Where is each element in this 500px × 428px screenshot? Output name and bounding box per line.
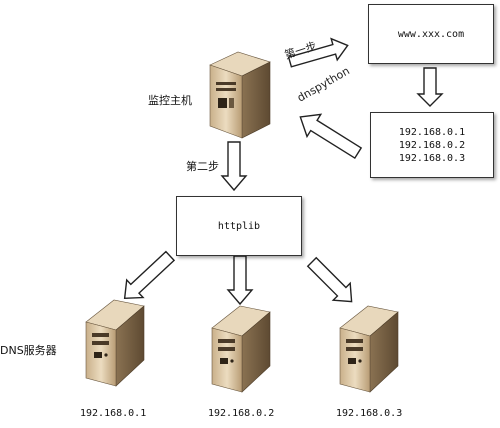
resolved-ip-3: 192.168.0.3 [398,152,466,164]
monitor-host-icon [209,51,271,139]
resolved-ip-2: 192.168.0.2 [398,139,466,151]
server-ip-3: 192.168.0.3 [336,408,403,419]
dns-server-2-icon [211,305,271,393]
resolved-ip-1: 192.168.0.1 [398,126,466,138]
server-ip-1: 192.168.0.1 [80,408,147,419]
httplib-to-server-2-arrow [226,255,254,306]
domain-to-ips-arrow [416,67,444,107]
httplib-to-server-3-arrow [306,256,353,303]
step2-arrow [220,141,248,192]
step1-tool-label: dnspython [295,64,352,104]
step1-arrow [287,37,349,68]
dns-server-3-icon [339,305,399,393]
dns-server-label: DNS服务器 [0,344,57,357]
httplib-label: httplib [217,220,261,232]
httplib-to-server-1-arrow [123,250,176,300]
domain-text: www.xxx.com [397,28,465,40]
resolved-ips-box: 192.168.0.1 192.168.0.2 192.168.0.3 [370,112,494,178]
domain-box: www.xxx.com [368,4,494,64]
httplib-box: httplib [176,196,302,256]
dns-server-1-icon [85,299,145,387]
step2-label: 第二步 [186,160,219,173]
monitor-host-label: 监控主机 [148,94,192,107]
ips-to-host-arrow [299,113,363,160]
server-ip-2: 192.168.0.2 [208,408,275,419]
